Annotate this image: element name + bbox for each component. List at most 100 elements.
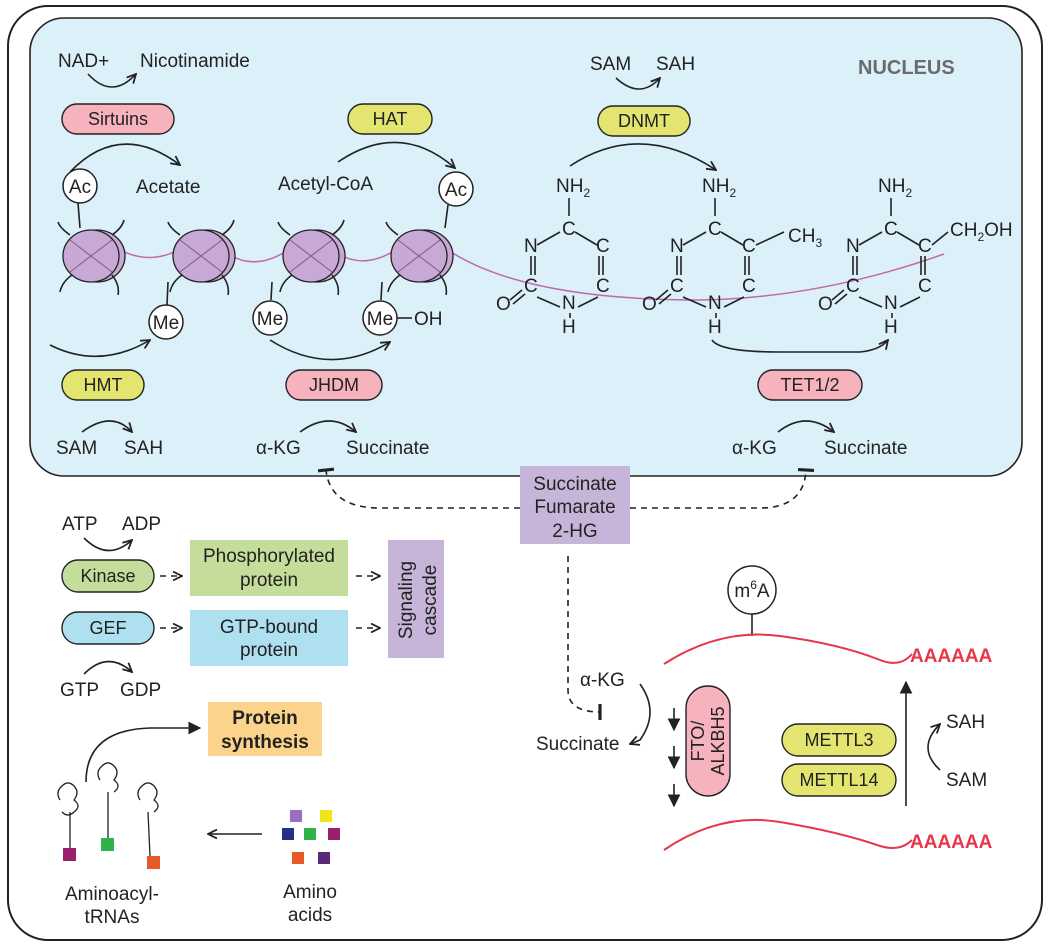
cascade-line1: Signaling bbox=[396, 561, 417, 639]
demethylation-arrow bbox=[269, 339, 390, 361]
gtp-bound-line1: GTP-bound bbox=[220, 617, 318, 638]
kinase-label: Kinase bbox=[80, 566, 135, 586]
nucleosome-1 bbox=[57, 219, 126, 296]
me-mark-1-label: Me bbox=[153, 313, 179, 334]
m6a-label: m6A bbox=[734, 578, 770, 602]
ac-mark-right bbox=[438, 171, 474, 207]
nucleosome-3 bbox=[277, 219, 346, 296]
oncometabolite-box bbox=[520, 466, 630, 544]
gef-label: GEF bbox=[89, 618, 126, 638]
svg-text:N: N bbox=[708, 293, 722, 314]
cascade-line2: cascade bbox=[420, 565, 441, 636]
polya-top: AAAAAA bbox=[910, 646, 993, 667]
kinase-badge bbox=[61, 559, 155, 593]
dnmt-label: DNMT bbox=[618, 111, 670, 131]
rna-akg-label: α-KG bbox=[580, 670, 625, 691]
hmt-sah-label: SAH bbox=[124, 438, 163, 459]
inhibit-fto-line bbox=[567, 556, 602, 721]
tet-succinate-label: Succinate bbox=[824, 438, 907, 459]
svg-text:C: C bbox=[742, 276, 756, 297]
trna-line2: tRNAs bbox=[85, 907, 140, 928]
tet-akg-label: α-KG bbox=[732, 438, 777, 459]
dnmt-sam-label: SAM bbox=[590, 54, 631, 75]
amino-acid-4 bbox=[304, 828, 316, 840]
fto-cofactor-arrow bbox=[630, 683, 651, 744]
nucleosome-2 bbox=[167, 219, 236, 296]
rna-sam-label: SAM bbox=[946, 770, 987, 791]
dnmt-sah-label: SAH bbox=[656, 54, 695, 75]
jhdm-cofactor-arrow bbox=[299, 420, 356, 432]
deacetylation-arrow bbox=[69, 143, 180, 173]
amino-acid-7 bbox=[318, 852, 330, 864]
rna-section: m6A AAAAAA AAAAAA α-KG Succinate FTO/ AL… bbox=[536, 565, 993, 853]
oncometabolite-2hg: 2-HG bbox=[552, 521, 597, 542]
svg-text:C: C bbox=[562, 219, 576, 240]
ac-mark-left bbox=[62, 168, 98, 204]
svg-text:CH3: CH3 bbox=[788, 226, 822, 250]
mettl3-badge bbox=[781, 723, 897, 757]
amino-acid-3 bbox=[282, 828, 294, 840]
svg-text:C: C bbox=[596, 276, 610, 297]
hmt-label: HMT bbox=[84, 375, 123, 395]
inhibit-tet-line bbox=[630, 467, 815, 509]
rna-succinate-label: Succinate bbox=[536, 734, 619, 755]
amino-acid-6 bbox=[292, 852, 304, 864]
polya-bottom: AAAAAA bbox=[910, 832, 993, 853]
protein-synthesis-box bbox=[208, 702, 322, 756]
protein-line1: Protein bbox=[232, 708, 297, 729]
mettl3-label: METTL3 bbox=[804, 730, 873, 750]
hmt-cofactor-arrow bbox=[81, 420, 132, 432]
svg-text:C: C bbox=[918, 236, 932, 257]
me-mark-1 bbox=[148, 304, 184, 340]
me-mark-3-label: Me bbox=[367, 309, 393, 330]
adp-label: ADP bbox=[122, 514, 161, 535]
tet-label: TET1/2 bbox=[780, 375, 839, 395]
svg-text:CH2OH: CH2OH bbox=[950, 220, 1013, 244]
svg-text:C: C bbox=[670, 276, 684, 297]
svg-text:O: O bbox=[642, 294, 657, 315]
trna-aa-3 bbox=[147, 856, 160, 869]
mettl14-label: METTL14 bbox=[799, 770, 878, 790]
svg-text:NH2: NH2 bbox=[556, 176, 590, 200]
svg-text:H: H bbox=[562, 317, 576, 338]
svg-text:N: N bbox=[670, 236, 684, 257]
svg-text:O: O bbox=[496, 294, 511, 315]
gtp-bound-box bbox=[190, 610, 348, 666]
gtp-label: GTP bbox=[60, 680, 99, 701]
amino-acid-5 bbox=[328, 828, 340, 840]
sirtuins-badge bbox=[61, 103, 175, 135]
svg-text:C: C bbox=[884, 219, 898, 240]
trna-group bbox=[57, 762, 159, 857]
gdp-label: GDP bbox=[120, 680, 161, 701]
svg-text:C: C bbox=[918, 276, 932, 297]
me-stem-1 bbox=[166, 281, 169, 306]
phospho-box bbox=[190, 540, 348, 596]
oncometabolite-succinate: Succinate bbox=[533, 474, 616, 495]
acetyl-coa-label: Acetyl-CoA bbox=[278, 174, 373, 195]
dna-methylation-arrow bbox=[569, 143, 716, 170]
atp-label: ATP bbox=[62, 514, 98, 535]
svg-text:N: N bbox=[562, 293, 576, 314]
svg-text:C: C bbox=[524, 276, 538, 297]
me-stem-3 bbox=[380, 281, 383, 301]
dnmt-cofactor-arrow bbox=[615, 78, 660, 90]
gef-badge bbox=[61, 611, 155, 645]
sirtuins-label: Sirtuins bbox=[88, 109, 148, 129]
mrna-bottom bbox=[663, 819, 913, 851]
mettl-cofactor-arrow bbox=[927, 724, 940, 771]
hat-badge bbox=[347, 103, 433, 135]
fto-badge bbox=[685, 685, 731, 797]
nad-label: NAD+ bbox=[58, 51, 109, 72]
amino-acid-1 bbox=[290, 810, 302, 822]
ac-stem bbox=[444, 204, 449, 229]
atp-arrow bbox=[83, 537, 132, 552]
jhdm-label: JHDM bbox=[309, 375, 359, 395]
protein-synthesis-arrow bbox=[85, 721, 202, 783]
nucleosome-4 bbox=[385, 221, 454, 296]
gtp-bound-line2: protein bbox=[240, 640, 298, 661]
dna-linker bbox=[119, 247, 945, 301]
hmt-badge bbox=[61, 369, 145, 401]
fto-line1: FTO/ bbox=[688, 721, 708, 762]
gtp-arrow bbox=[83, 660, 132, 675]
